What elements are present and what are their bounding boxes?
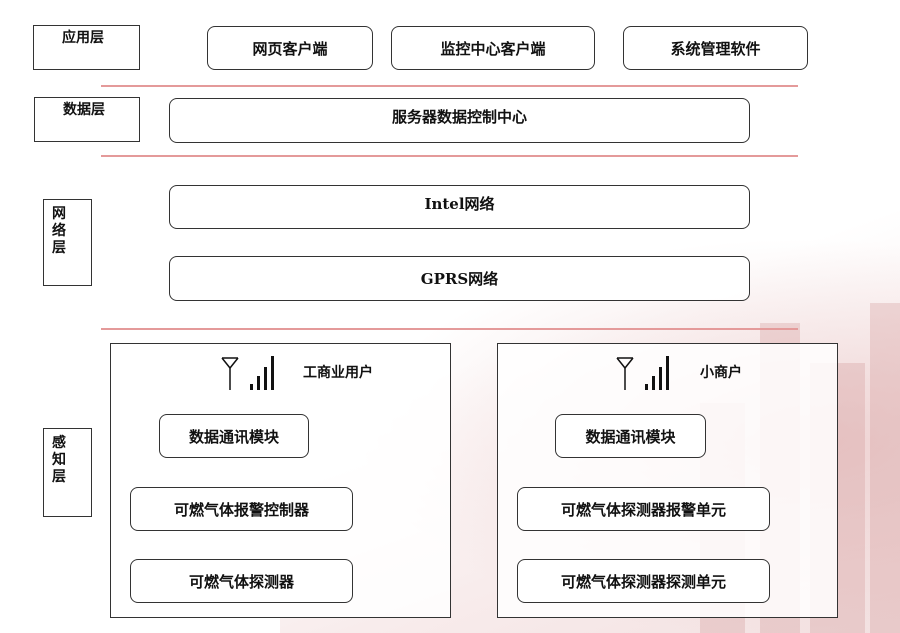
server-data-center-box: 服务器数据控制中心 <box>169 98 750 143</box>
detector-sensing-unit-box: 可燃气体探测器探测单元 <box>517 559 770 603</box>
detector-alarm-unit-box: 可燃气体探测器报警单元 <box>517 487 770 531</box>
layer-label-data: 数据层 <box>34 97 140 142</box>
separator-line <box>101 155 798 157</box>
data-comm-module-box: 数据通讯模块 <box>555 414 706 458</box>
antenna-icon <box>221 357 239 390</box>
system-management-box: 系统管理软件 <box>623 26 808 70</box>
intel-network-box: Intel网络 <box>169 185 750 229</box>
gas-detector-box: 可燃气体探测器 <box>130 559 353 603</box>
layer-label-application: 应用层 <box>33 25 140 70</box>
separator-line <box>101 85 798 87</box>
web-client-box: 网页客户端 <box>207 26 373 70</box>
group-title-merchants: 小商户 <box>700 365 742 381</box>
monitoring-client-box: 监控中心客户端 <box>391 26 595 70</box>
gprs-network-box: GPRS网络 <box>169 256 750 301</box>
layer-label-network: 网络层 <box>43 199 92 286</box>
separator-line <box>101 328 798 330</box>
group-title-industrial: 工商业用户 <box>303 365 373 381</box>
signal-bars-icon <box>250 356 274 390</box>
antenna-icon <box>616 357 634 390</box>
gas-alarm-controller-box: 可燃气体报警控制器 <box>130 487 353 531</box>
layer-label-perception: 感知层 <box>43 428 92 517</box>
data-comm-module-box: 数据通讯模块 <box>159 414 309 458</box>
signal-bars-icon <box>645 356 669 390</box>
